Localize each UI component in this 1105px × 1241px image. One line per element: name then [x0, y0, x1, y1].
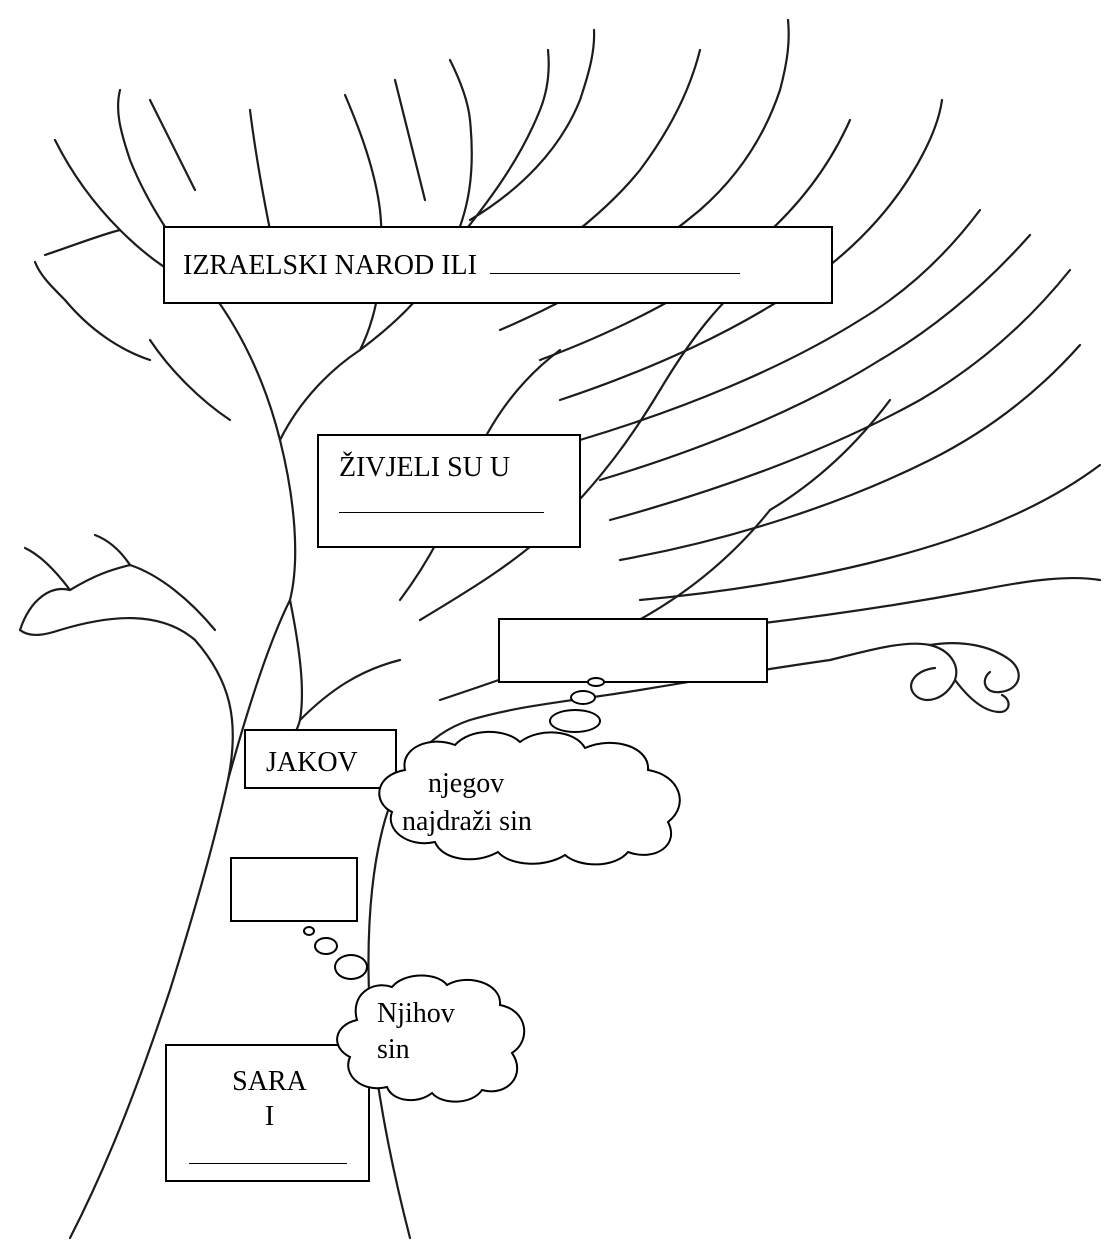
branch [638, 463, 1102, 602]
branch [618, 343, 1082, 562]
jacob-box: JAKOV [244, 729, 397, 789]
land-label: ŽIVJELI SU U [339, 452, 511, 483]
branch [448, 48, 550, 252]
sarah-blank-line[interactable] [189, 1163, 347, 1164]
people-box: IZRAELSKI NAROD ILI [163, 226, 833, 304]
branch [33, 260, 152, 362]
branch [393, 78, 427, 202]
thought-dot [570, 690, 596, 705]
thought-dot [314, 937, 338, 955]
sarah-line1: SARA [232, 1066, 307, 1097]
branch [558, 98, 944, 402]
son-of-jacob-box[interactable] [498, 618, 768, 683]
son-of-sarah-box[interactable] [230, 857, 358, 922]
favorite-son-text: njegov najdraži sin [402, 765, 532, 841]
favorite-son-line2: najdraži sin [402, 805, 532, 837]
trunk-left-edge [18, 616, 234, 1240]
sarah-box: SARA I [165, 1044, 370, 1182]
branch [298, 658, 402, 722]
their-son-cloud [336, 974, 526, 1103]
branch [698, 576, 1102, 632]
thought-dot [549, 709, 601, 733]
their-son-line1: Njihov [377, 998, 455, 1029]
branch [598, 233, 1032, 482]
branch [768, 398, 892, 512]
sarah-line2: I [264, 1101, 275, 1132]
branch [43, 228, 122, 257]
land-box: ŽIVJELI SU U [317, 434, 581, 548]
branch [828, 642, 958, 702]
people-blank-line[interactable] [489, 273, 740, 274]
favorite-son-line1: njegov [428, 768, 505, 799]
favorite-son-cloud [378, 730, 681, 866]
jacob-label: JAKOV [266, 747, 358, 778]
thought-dot [303, 926, 315, 936]
branch [18, 546, 72, 632]
people-label: IZRAELSKI NAROD ILI [183, 250, 477, 281]
land-blank-line[interactable] [339, 512, 544, 513]
branch [116, 88, 297, 782]
branch [248, 108, 272, 232]
their-son-text: Njihov sin [377, 996, 455, 1069]
branch [608, 268, 1072, 522]
branch [953, 678, 1010, 714]
branch [578, 208, 982, 442]
branch [148, 338, 232, 422]
branch [128, 563, 217, 632]
branch [343, 93, 383, 352]
branch [148, 98, 197, 192]
branch [468, 28, 596, 222]
thought-dot [587, 677, 605, 687]
their-son-line2: sin [377, 1034, 410, 1066]
branch [928, 642, 1020, 694]
branch [68, 533, 132, 592]
thought-dot [334, 954, 368, 980]
